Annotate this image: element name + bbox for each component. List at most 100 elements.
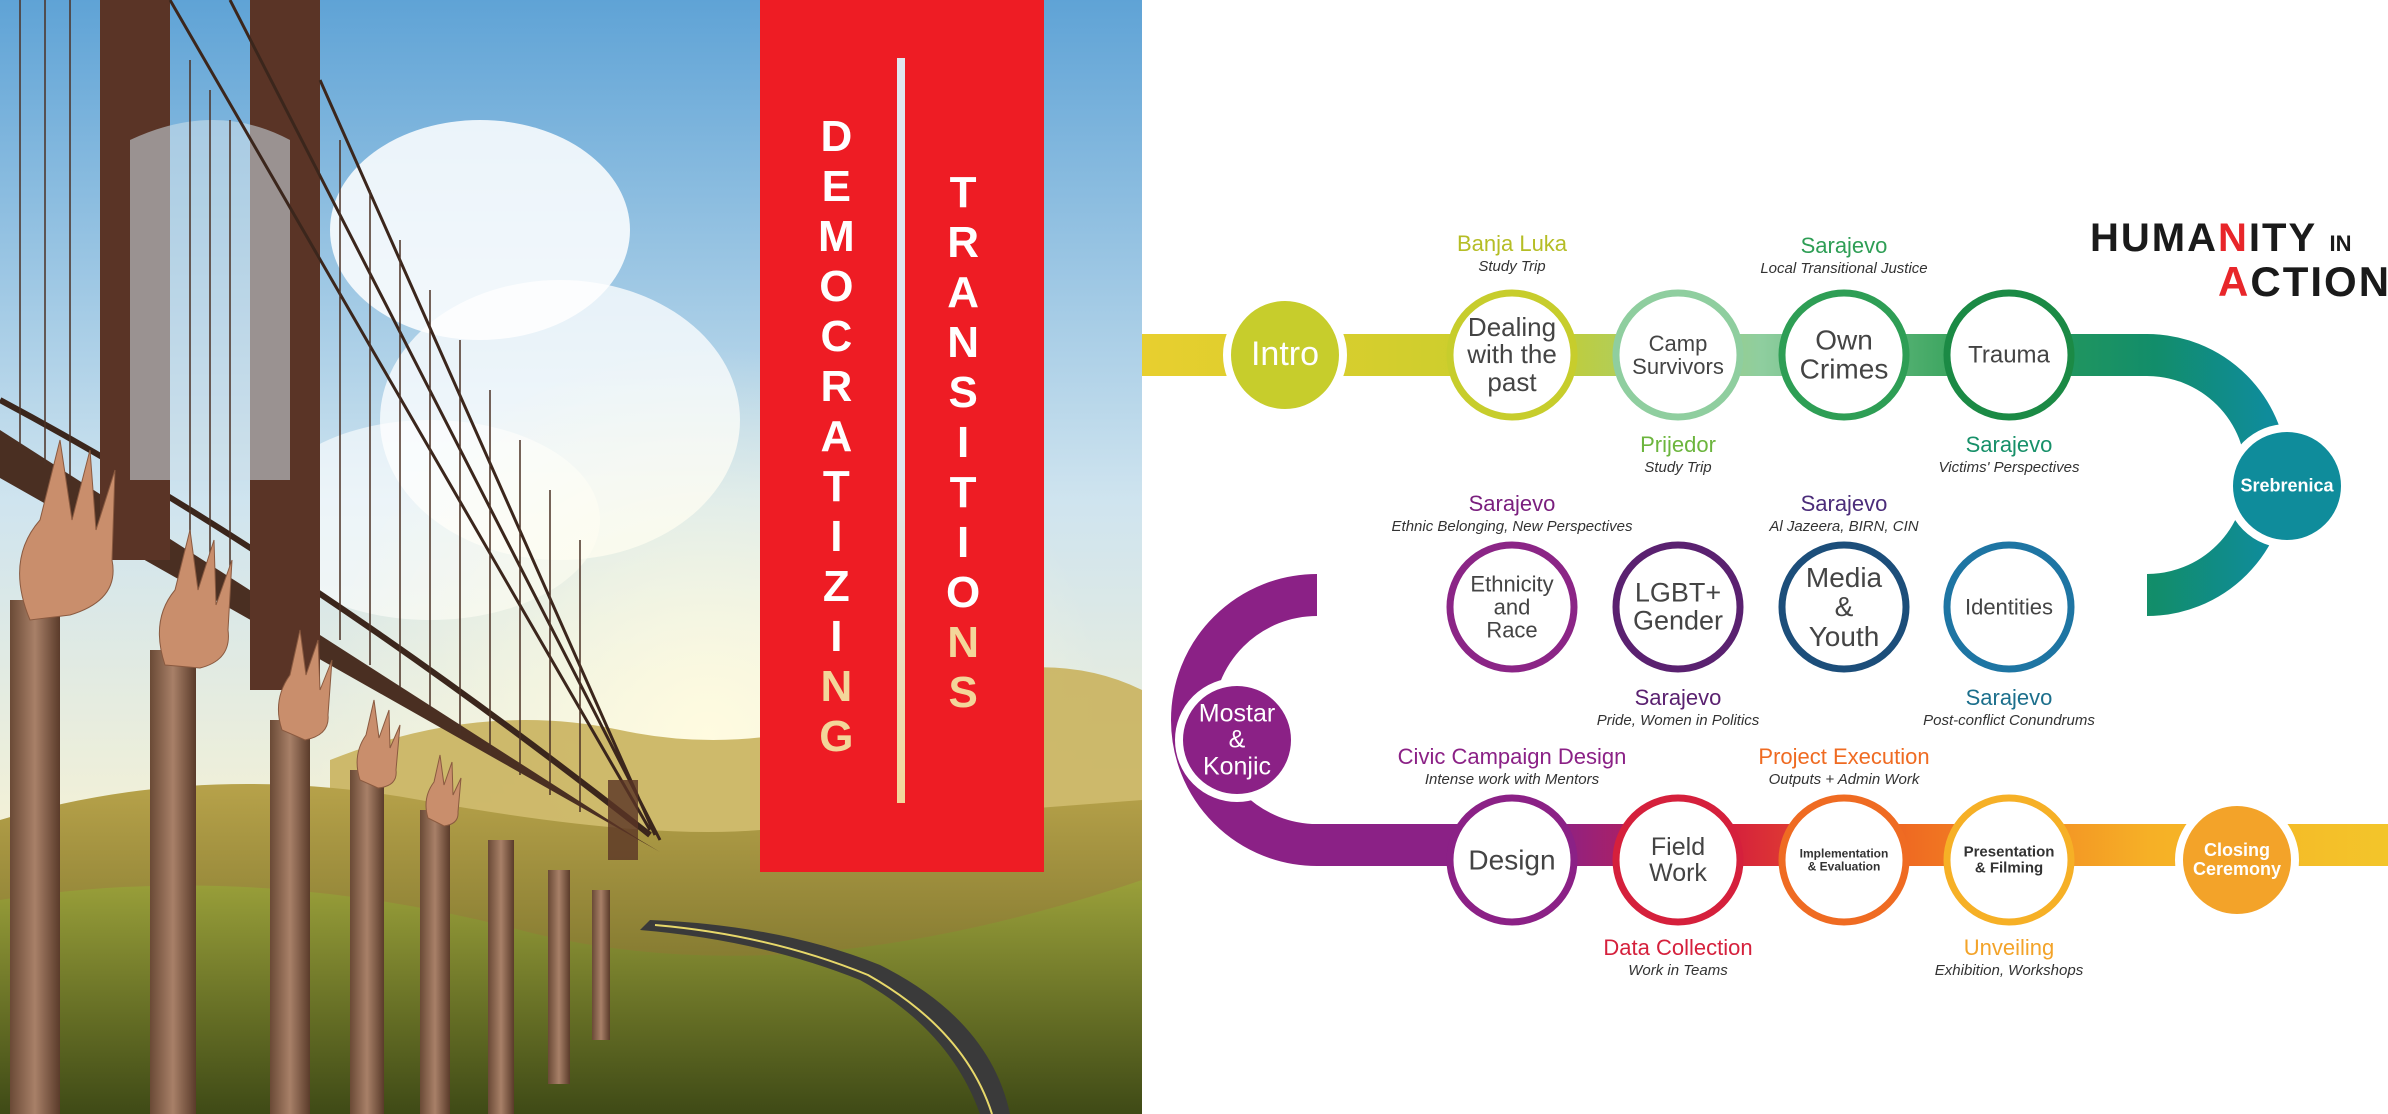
title-letter: R	[947, 218, 979, 267]
node-fieldwork	[1612, 794, 1744, 926]
node-presentation-label: Presentation& Filming	[1964, 844, 2055, 876]
node-lgbt	[1612, 541, 1744, 673]
title-letter: Z	[822, 562, 850, 611]
title-letter: I	[830, 512, 843, 561]
node-text-line: Dealing	[1467, 312, 1557, 343]
node-ethnicity	[1446, 541, 1578, 673]
node-trauma	[1943, 289, 2075, 421]
label-sarajevo_eb-title: Sarajevo	[1468, 491, 1556, 516]
label-civic-subtitle: Intense work with Mentors	[1424, 771, 1600, 788]
node-text-line: Race	[1486, 617, 1538, 643]
title-letter: I	[957, 418, 970, 467]
label-sarajevo_ltj-title: Sarajevo	[1800, 233, 1888, 258]
label-datacoll-title: Data Collection	[1603, 935, 1753, 960]
title-letter: A	[947, 268, 979, 317]
label-sarajevo_pw-title: Sarajevo	[1634, 685, 1722, 710]
node-text-line: Youth	[1808, 620, 1880, 652]
node-text-line: Camp	[1648, 330, 1708, 356]
node-text-line: & Filming	[1974, 859, 2044, 876]
label-project-title: Project Execution	[1758, 744, 1930, 769]
node-camp	[1612, 289, 1744, 421]
label-unveiling-title: Unveiling	[1963, 935, 2055, 960]
label-sarajevo_vp-title: Sarajevo	[1965, 432, 2053, 457]
label-project-subtitle: Outputs + Admin Work	[1768, 771, 1920, 788]
label-prijedor-subtitle: Study Trip	[1644, 459, 1712, 476]
title-letter: N	[947, 618, 979, 667]
title-letter: N	[820, 662, 853, 711]
title-letter: N	[947, 318, 979, 367]
node-identities-label: Identities	[1965, 595, 2053, 618]
node-design-label: Design	[1468, 844, 1556, 876]
node-lgbt-label: LGBT+Gender	[1633, 577, 1723, 635]
node-text-line: Presentation	[1963, 843, 2055, 861]
node-media	[1778, 541, 1910, 673]
title-letter: R	[820, 362, 853, 411]
node-text-line: Own	[1815, 324, 1873, 356]
title-letter: I	[830, 612, 843, 661]
label-civic-title: Civic Campaign Design	[1397, 744, 1627, 769]
title-letter: T	[949, 468, 977, 517]
node-text-line: Trauma	[1968, 341, 2050, 369]
title-letter: S	[948, 368, 978, 417]
node-text-line: Design	[1468, 844, 1556, 876]
label-sarajevo_ltj-subtitle: Local Transitional Justice	[1760, 260, 1928, 277]
node-identities	[1943, 541, 2075, 673]
node-text-line: Implementation	[1799, 846, 1889, 861]
node-text-line: &	[1834, 591, 1854, 623]
label-datacoll-subtitle: Work in Teams	[1628, 962, 1728, 979]
label-sarajevo_pw-subtitle: Pride, Women in Politics	[1596, 712, 1760, 729]
title-letter: O	[819, 262, 854, 311]
node-text-line: Srebrenica	[2240, 475, 2334, 496]
node-text-line: Closing	[2204, 840, 2270, 861]
node-srebrenica	[2225, 424, 2349, 548]
node-text-line: Crimes	[1799, 354, 1889, 385]
node-text-line: and	[1493, 594, 1531, 620]
logo-line-1: HUMANITY IN	[2090, 216, 2352, 260]
node-text-line: & Evaluation	[1807, 859, 1881, 873]
node-text-line: Ethnicity	[1470, 571, 1554, 597]
timeline-path	[1142, 289, 2388, 926]
node-text-line: Work	[1649, 859, 1707, 887]
title-letter: G	[819, 712, 854, 761]
logo-line-2: ACTION	[2218, 258, 2388, 305]
humanity-in-action-logo: HUMANITY IN ACTION	[2090, 212, 2388, 312]
title-letter: C	[820, 312, 853, 361]
node-design	[1446, 794, 1578, 926]
node-text-line: Identities	[1964, 594, 2054, 620]
node-text-line: Media	[1805, 561, 1883, 593]
node-closing	[2175, 798, 2299, 922]
title-letter: M	[818, 212, 855, 261]
label-sarajevo_pc-subtitle: Post-conflict Conundrums	[1923, 712, 2095, 729]
title-letter: T	[949, 168, 977, 217]
label-sarajevo_aj-title: Sarajevo	[1800, 491, 1888, 516]
label-sarajevo_aj-subtitle: Al Jazeera, BIRN, CIN	[1769, 518, 1919, 535]
label-sarajevo_vp-subtitle: Victims' Perspectives	[1938, 459, 2080, 476]
label-prijedor-title: Prijedor	[1640, 432, 1716, 457]
node-text-line: Ceremony	[2192, 859, 2282, 879]
node-mostar-label: Mostar&Konjic	[1199, 700, 1275, 781]
node-text-line: LGBT+	[1634, 577, 1722, 608]
title-letter: D	[820, 112, 853, 161]
node-implementation-label: Implementation& Evaluation	[1800, 847, 1889, 872]
title-letter: O	[946, 568, 981, 617]
node-implementation	[1778, 794, 1910, 926]
node-text-line: Konjic	[1202, 752, 1272, 781]
node-srebrenica-label: Srebrenica	[2240, 475, 2334, 496]
node-own	[1778, 289, 1910, 421]
node-mostar	[1175, 678, 1299, 802]
node-text-line: past	[1487, 366, 1537, 397]
title-letter: A	[820, 412, 853, 461]
banner-divider	[897, 58, 905, 803]
label-sarajevo_pc-title: Sarajevo	[1965, 685, 2053, 710]
node-text-line: with the	[1467, 339, 1557, 370]
title-letter: S	[948, 668, 978, 717]
